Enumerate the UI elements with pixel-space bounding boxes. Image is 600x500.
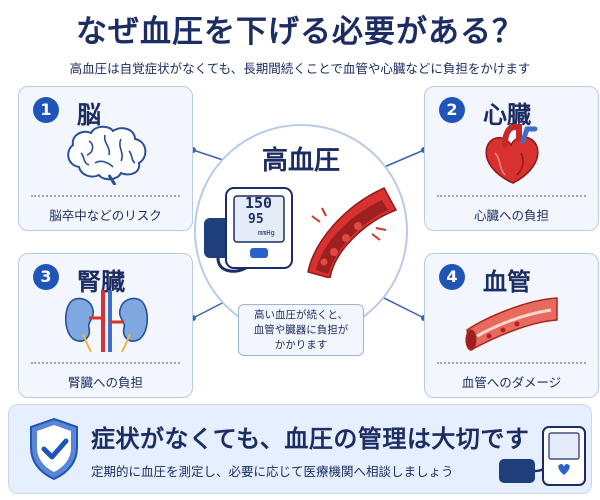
monitor-unit: mmHg [258, 229, 275, 237]
card-number: 2 [439, 97, 465, 123]
card-caption: 心臓への負担 [473, 208, 549, 223]
monitor-diastolic-value: 95 [248, 212, 264, 227]
card-title: 心臓 [483, 101, 531, 129]
blood-pressure-monitor-icon [499, 426, 586, 486]
bottom-banner: 症状がなくても、血圧の管理は大切です 定期的に血圧を測定し、必要に応じて医療機関… [8, 404, 592, 494]
shield-check-icon [30, 417, 78, 481]
card-blood-vessel: 4 血管 血管へのダメージ [424, 253, 599, 398]
connector-line-vessel [379, 295, 425, 319]
monitor-systolic-value: 150 [245, 194, 273, 212]
card-caption: 脳卒中などのリスク [49, 208, 162, 223]
callout-line: 血管や臓器に負担が [253, 324, 349, 336]
blood-pressure-monitor-and-artery [204, 187, 398, 278]
banner-text: 定期的に血圧を測定し、必要に応じて医療機関へ相談しましょう [91, 464, 454, 479]
card-brain: 1 脳 脳卒中などのリスク [18, 86, 193, 231]
card-divider [31, 195, 180, 197]
banner-title: 症状がなくても、血圧の管理は大切です [91, 425, 530, 453]
card-divider [437, 195, 586, 197]
card-divider [437, 362, 586, 364]
center-title: 高血圧 [261, 146, 340, 176]
card-divider [31, 362, 180, 364]
center-callout: 高い血圧が続くと、 血管や臓器に負担が かかります [238, 304, 364, 356]
card-caption: 血管へのダメージ [461, 375, 562, 390]
card-title: 血管 [483, 268, 531, 296]
callout-line: かかります [274, 339, 328, 351]
blood-pressure-monitor-icon [225, 187, 293, 269]
card-number: 1 [33, 97, 59, 123]
blood-vessel-icon [465, 297, 558, 352]
page-title: なぜ血圧を下げる必要がある？ [76, 14, 524, 50]
card-caption: 腎臓への負担 [67, 375, 143, 390]
card-number: 4 [439, 264, 465, 290]
artery-icon [307, 187, 398, 278]
card-number: 3 [33, 264, 59, 290]
page-subtitle: 高血圧は自覚症状がなくても、長期間続くことで血管や心臓などに負担をかけます [69, 61, 531, 76]
card-heart: 2 心臓 心臓への負担 [424, 86, 599, 231]
brain-icon [67, 125, 147, 185]
center-hypertension: 高血圧 150 95 mmHg [194, 124, 408, 338]
connector-line-heart [381, 149, 425, 169]
card-kidney: 3 腎臓 腎臓への負担 [18, 253, 193, 398]
kidney-icon [64, 290, 149, 352]
callout-line: 高い血圧が続くと、 [253, 309, 349, 321]
card-title: 脳 [77, 101, 101, 129]
heart-icon [485, 124, 539, 184]
